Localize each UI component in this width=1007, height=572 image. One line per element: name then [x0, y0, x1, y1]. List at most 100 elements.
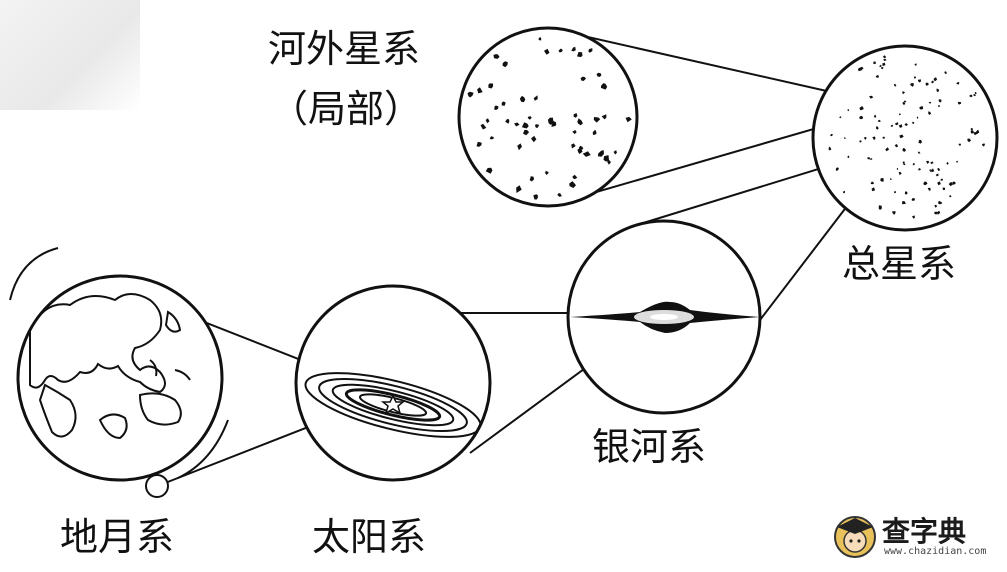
speck — [535, 124, 540, 128]
speck — [519, 95, 526, 103]
speck — [883, 58, 887, 61]
speck — [931, 168, 935, 173]
speck — [842, 190, 845, 194]
speck — [859, 140, 862, 143]
speck — [899, 134, 904, 139]
speck — [544, 48, 550, 55]
speck — [871, 187, 876, 192]
label-solar-system: 太阳系 — [312, 515, 427, 559]
speck — [557, 193, 562, 197]
speck — [558, 48, 563, 53]
speck — [894, 144, 899, 148]
speck — [902, 91, 905, 95]
speck — [870, 158, 873, 161]
speck — [828, 146, 832, 151]
speck — [597, 150, 604, 157]
speck — [600, 83, 608, 90]
speck — [898, 171, 902, 176]
speck — [514, 122, 520, 127]
speck — [613, 150, 617, 155]
speck — [933, 77, 938, 82]
speck — [533, 194, 538, 200]
speck — [836, 167, 839, 170]
speck — [894, 190, 896, 194]
speck — [894, 122, 899, 126]
watermark-brand: 查字典 — [882, 515, 967, 548]
speck — [857, 68, 863, 72]
speck — [578, 145, 584, 151]
speck — [914, 63, 917, 66]
speck — [918, 79, 921, 83]
label-universe: 总星系 — [842, 242, 957, 286]
speck — [928, 101, 932, 104]
speck — [969, 94, 973, 98]
speck — [930, 161, 934, 165]
speck — [970, 128, 973, 131]
speck — [919, 106, 924, 110]
sun-icon — [380, 394, 406, 415]
speck — [912, 162, 915, 166]
moon-circle — [145, 474, 169, 498]
speck — [902, 161, 905, 165]
extragalactic-circle — [457, 26, 639, 208]
speck — [892, 211, 896, 215]
speck — [893, 83, 897, 87]
speck — [917, 151, 921, 154]
label-extragalactic: 河外星系 — [268, 27, 421, 71]
earth-circle — [16, 274, 224, 482]
speck — [601, 114, 607, 120]
speck — [863, 136, 867, 140]
speck — [580, 76, 586, 81]
speck — [505, 119, 510, 124]
speck — [934, 211, 938, 215]
speck — [942, 187, 946, 191]
speck — [930, 80, 934, 84]
speck — [476, 141, 482, 147]
speck — [911, 198, 915, 201]
speck — [882, 62, 886, 67]
speck — [880, 67, 884, 70]
speck — [878, 205, 882, 210]
speck — [913, 76, 917, 79]
speck — [956, 81, 960, 85]
speck — [596, 72, 602, 77]
speck — [889, 178, 892, 180]
speck — [896, 168, 899, 170]
speck — [981, 143, 985, 147]
speck — [936, 88, 940, 93]
speck — [572, 174, 578, 180]
speck — [956, 160, 958, 163]
speck — [593, 117, 601, 123]
label-partial: （局部） — [270, 87, 423, 131]
speck — [869, 95, 874, 99]
speck — [937, 104, 941, 108]
speck — [494, 105, 499, 110]
solar-system-circle — [294, 284, 492, 482]
speck — [918, 168, 921, 171]
speck — [488, 83, 494, 89]
speck — [847, 155, 850, 159]
speck — [928, 111, 932, 115]
speck — [929, 169, 933, 172]
speck — [976, 130, 980, 135]
speck — [878, 119, 881, 122]
speck — [521, 122, 529, 129]
speck — [502, 61, 508, 68]
speck — [937, 181, 941, 186]
speck — [517, 143, 522, 151]
speck — [571, 143, 576, 149]
speck — [902, 148, 906, 152]
speck — [489, 136, 494, 140]
speck — [573, 113, 578, 118]
speck — [867, 157, 871, 160]
speck — [882, 136, 885, 139]
speck — [918, 139, 922, 144]
speck — [577, 118, 583, 126]
speck — [946, 162, 949, 165]
speck — [925, 82, 929, 86]
speck — [501, 101, 506, 106]
speck — [569, 181, 576, 188]
earth-continents — [29, 293, 191, 440]
speck — [902, 201, 906, 205]
